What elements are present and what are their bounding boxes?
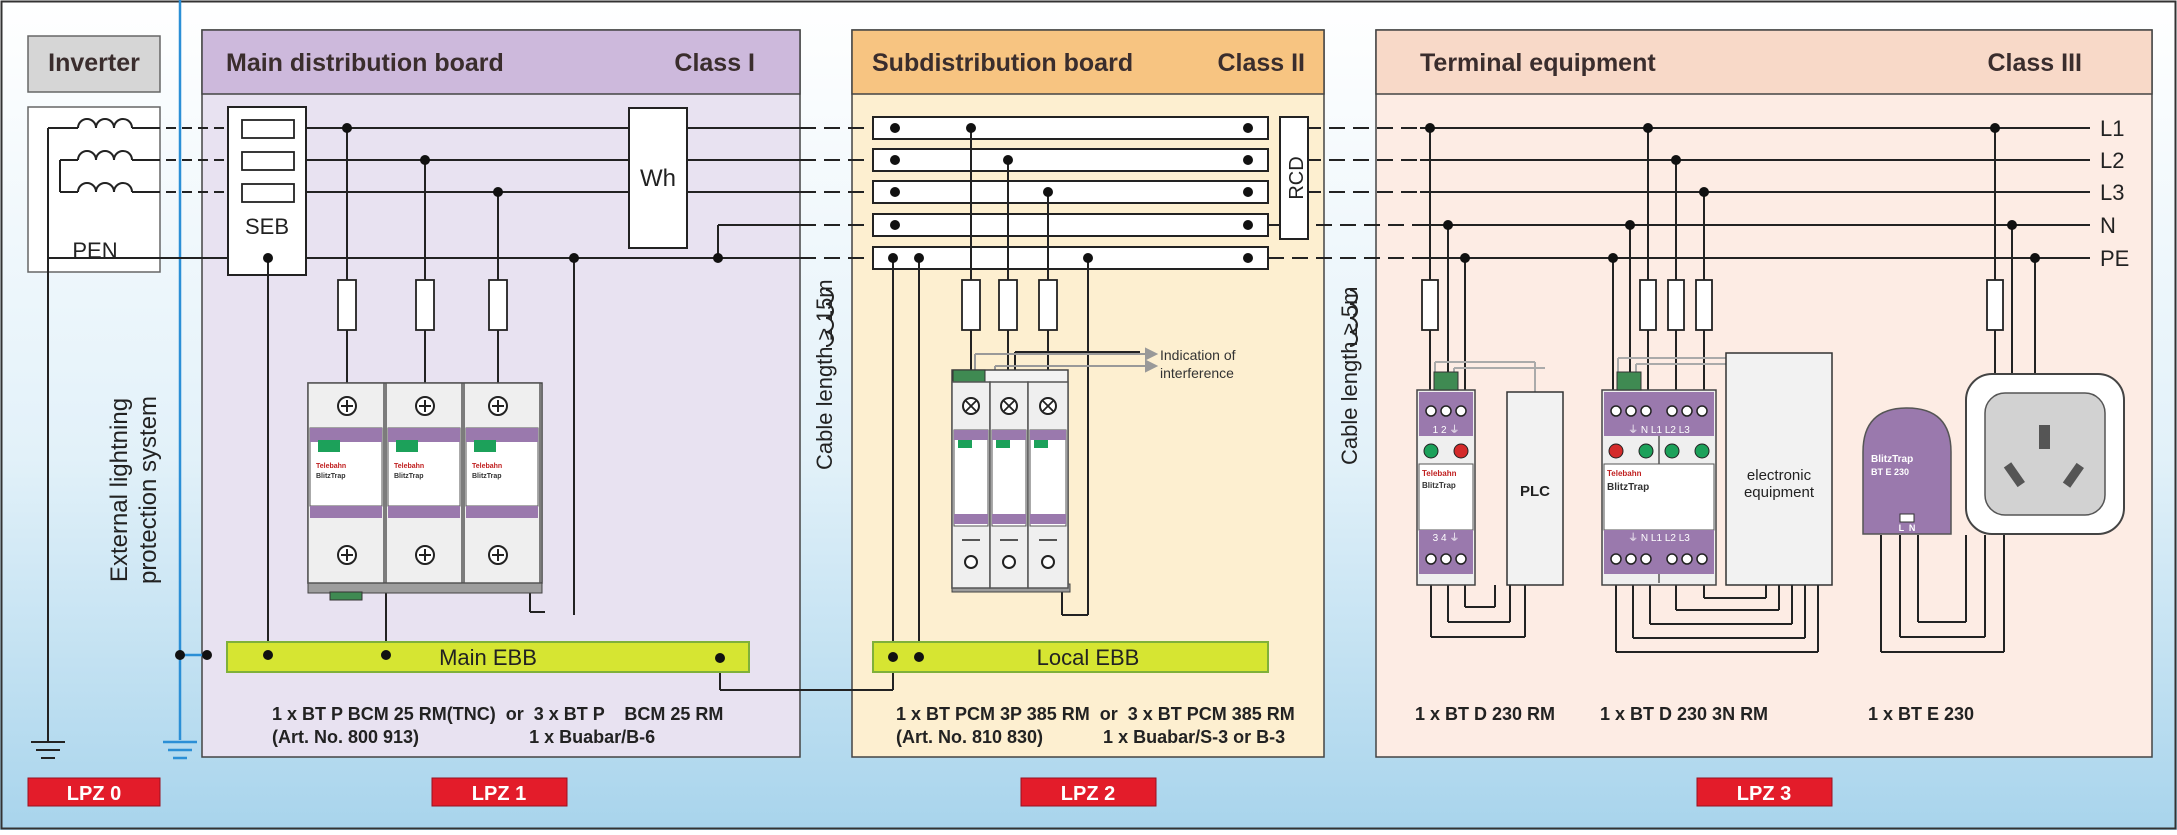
terminal2-brand: Telebahn [1607,469,1642,478]
conductor-l3: L3 [2100,180,2124,205]
socket-spd: BlitzTrap BT E 230 L N [1862,407,1952,535]
indication-arrows [974,347,1159,373]
external-lightning-protection: External lightning protection system [106,0,207,760]
sub-board-title: Subdistribution board [872,49,1133,77]
conductor-lines [48,127,2090,259]
lpz-badges: LPZ 0 LPZ 1 LPZ 2 LPZ 3 [27,777,1833,807]
sub-board-wiring [892,128,1140,657]
sub-spd-module-3 [1027,381,1069,589]
lpz-3: LPZ 3 [1737,783,1791,805]
terminal-caption-2: 1 x BT D 230 3N RM [1600,704,1768,724]
electronic-equipment-box: electronic equipment [1725,352,1833,586]
sub-busbars [872,116,1269,270]
terminal1-row2: 3 4 ⏚ [1433,532,1460,544]
sub-caption-line1: 1 x BT PCM 3P 385 RM or 3 x BT PCM 385 R… [896,704,1295,724]
cable-length-15m: Cable length ≥ 15m [812,279,837,470]
conductor-l1: L1 [2100,116,2124,141]
sub-spd-module-2 [989,381,1029,589]
main-spd2-brand: Telebahn [394,463,424,470]
terminal-class: Class III [1988,49,2083,77]
terminal-title: Terminal equipment [1420,49,1656,77]
electronic-line1: electronic [1747,467,1812,484]
main-caption-line1: 1 x BT P BCM 25 RM(TNC) or 3 x BT P BCM … [272,704,723,724]
conductor-pe: PE [2100,246,2129,271]
seb-box: SEB [227,106,307,276]
terminal-caption-1: 1 x BT D 230 RM [1415,704,1555,724]
sub-caption-line2: (Art. No. 810 830) 1 x Buabar/S-3 or B-3 [896,727,1285,747]
socket-spd-model: BT E 230 [1871,467,1909,477]
plc-box: PLC [1506,391,1564,586]
sub-board-class: Class II [1217,49,1305,77]
conductor-l2: L2 [2100,148,2124,173]
local-ebb: Local EBB [872,641,1269,673]
inverter-panel: Inverter PEN [27,35,161,273]
terminal-fuses [1421,279,2004,331]
terminal2-row2: ⏚ N L1 L2 L3 [1628,532,1690,544]
local-ebb-label: Local EBB [1037,645,1140,670]
terminal-spd-1: 1 2 ⏚ Telebahn BlitzTrap 3 4 ⏚ [1416,371,1476,586]
cable-length-5m: Cable length ≥ 5m [1337,287,1362,465]
main-board-class: Class I [674,49,755,77]
terminal1-brand: Telebahn [1422,469,1457,478]
inverter-earth-symbol [31,258,65,759]
inverter-title: Inverter [48,49,140,77]
seb-label: SEB [245,214,289,239]
lpz-0: LPZ 0 [67,783,121,805]
main-spd1-brand: Telebahn [316,463,346,470]
transformer-coils [47,118,150,260]
main-board-title: Main distribution board [226,49,504,77]
indication-line2: interference [1160,365,1234,381]
pen-label: PEN [72,238,117,263]
power-socket [1965,373,2125,535]
cable2-label: Cable length ≥ 5m [1337,287,1362,465]
main-spd3-name: BlitzTrap [472,473,502,480]
socket-spd-name: BlitzTrap [1871,454,1913,465]
rcd-box: RCD [1279,116,1309,240]
main-spd1-name: BlitzTrap [316,473,346,480]
lpz-1: LPZ 1 [472,783,526,805]
terminal1-name: BlitzTrap [1422,481,1456,490]
main-fuses [337,279,508,331]
main-spd2-name: BlitzTrap [394,473,424,480]
main-spd3-brand: Telebahn [472,463,502,470]
wh-label: Wh [640,165,676,192]
terminal-spd-2: ⏚ N L1 L2 L3 Telebahn BlitzTrap ⏚ N L1 L… [1601,371,1717,586]
terminal-caption-3: 1 x BT E 230 [1868,704,1974,724]
external-lightning-line2: protection system [135,396,162,584]
sub-spd-module-1 [951,381,991,589]
main-spd-module-1: Telebahn BlitzTrap [307,382,385,584]
terminal1-row1: 1 2 ⏚ [1433,424,1460,436]
rcd-label: RCD [1286,156,1308,199]
watt-hour-meter: Wh [628,107,688,249]
conductor-labels: L1 L2 L3 N PE [2100,116,2129,271]
terminal2-row1: ⏚ N L1 L2 L3 [1628,424,1690,436]
sub-fuses [961,279,1058,331]
socket-spd-terms: L N [1899,523,1916,533]
main-ebb: Main EBB [226,641,750,673]
junction-dots [175,123,2040,663]
main-caption-line2: (Art. No. 800 913) 1 x Buabar/B-6 [272,727,655,747]
main-ebb-label: Main EBB [439,645,537,670]
main-board-wiring [267,128,894,691]
terminal2-name: BlitzTrap [1607,482,1649,493]
lpz-2: LPZ 2 [1061,783,1115,805]
main-spd-module-2: Telebahn BlitzTrap [385,382,463,584]
indication-line1: Indication of [1160,347,1236,363]
external-lightning-line1: External lightning [106,398,133,582]
conductor-n: N [2100,213,2116,238]
main-spd-module-3: Telebahn BlitzTrap [463,382,541,584]
electronic-line2: equipment [1744,484,1815,501]
plc-label: PLC [1520,483,1550,500]
